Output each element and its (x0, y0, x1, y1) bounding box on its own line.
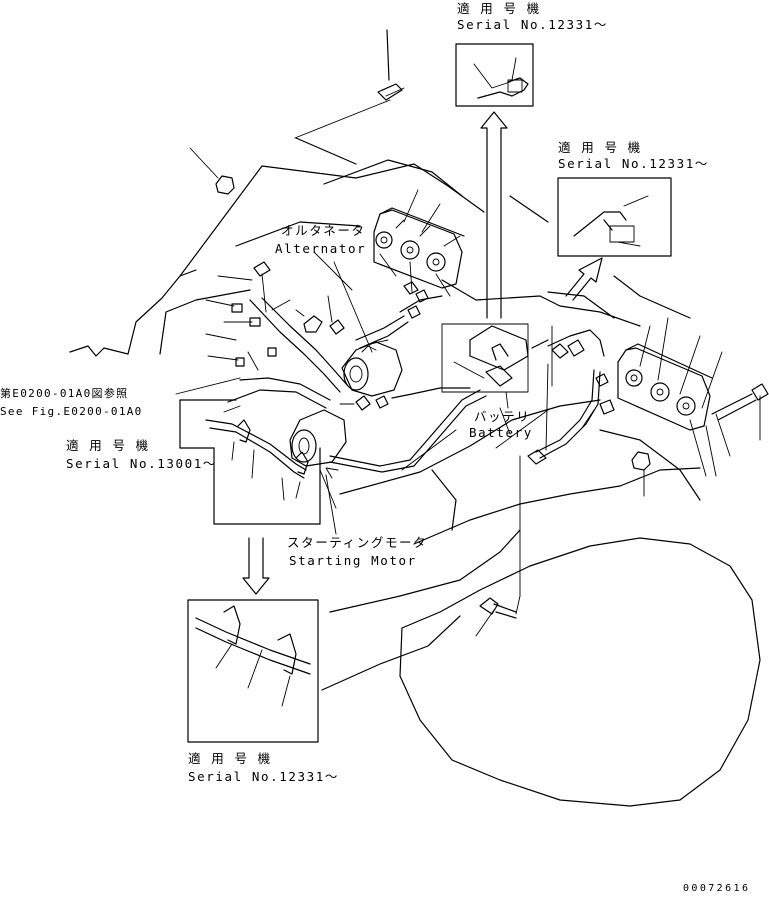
bolt-right (711, 383, 769, 441)
inset-bottom-clamp (187, 599, 319, 743)
inset-top-battery-terminal (455, 43, 534, 107)
starting-motor-label-jp: スターティングモータ (287, 535, 428, 550)
serial-left-jp: 適 用 号 機 (66, 438, 150, 453)
battery-label-en: Battery (469, 425, 533, 440)
relay-box-left (373, 189, 465, 297)
relay-box-right (617, 317, 731, 477)
serial-right-jp: 適 用 号 機 (558, 140, 642, 155)
label-leaders (175, 251, 511, 535)
serial-bottom-jp: 適 用 号 機 (188, 751, 272, 766)
nut-right (631, 451, 651, 497)
arrow-to-top-inset (480, 111, 508, 319)
see-fig-en: See Fig.E0200-01A0 (0, 405, 143, 418)
clamps-center (403, 281, 615, 597)
arrow-to-bottom-inset (242, 537, 270, 595)
alternator-label-en: Alternator (275, 241, 367, 256)
serial-bottom-en: Serial No.12331～ (188, 769, 339, 784)
clamps-left (205, 275, 277, 371)
wiring-harness (227, 295, 605, 473)
bolt-left (253, 261, 389, 411)
serial-top-jp: 適 用 号 機 (457, 1, 541, 16)
serial-right-en: Serial No.12331～ (558, 156, 709, 171)
serial-left-en: Serial No.13001～ (66, 456, 217, 471)
machine-frame-outline (69, 137, 701, 691)
alternator-label-jp: オルタネータ (281, 223, 366, 238)
serial-top-en: Serial No.12331～ (457, 17, 608, 32)
battery-label-jp: バッテリ (474, 409, 531, 424)
bolt-bottom (475, 595, 521, 637)
drawing-id: 00072616 (683, 883, 751, 894)
battery (441, 323, 529, 409)
nut-top-left (189, 147, 235, 195)
inset-right-connector (557, 177, 672, 257)
starting-motor (289, 409, 347, 509)
starting-motor-label-en: Starting Motor (289, 553, 417, 568)
alternator (333, 261, 403, 397)
see-fig-jp: 第E0200-01A0図参照 (0, 387, 129, 400)
arrow-to-right-inset (565, 257, 603, 301)
inset-left-clamp (179, 399, 321, 525)
rear-tire (399, 537, 761, 807)
bolt-top (294, 29, 405, 139)
